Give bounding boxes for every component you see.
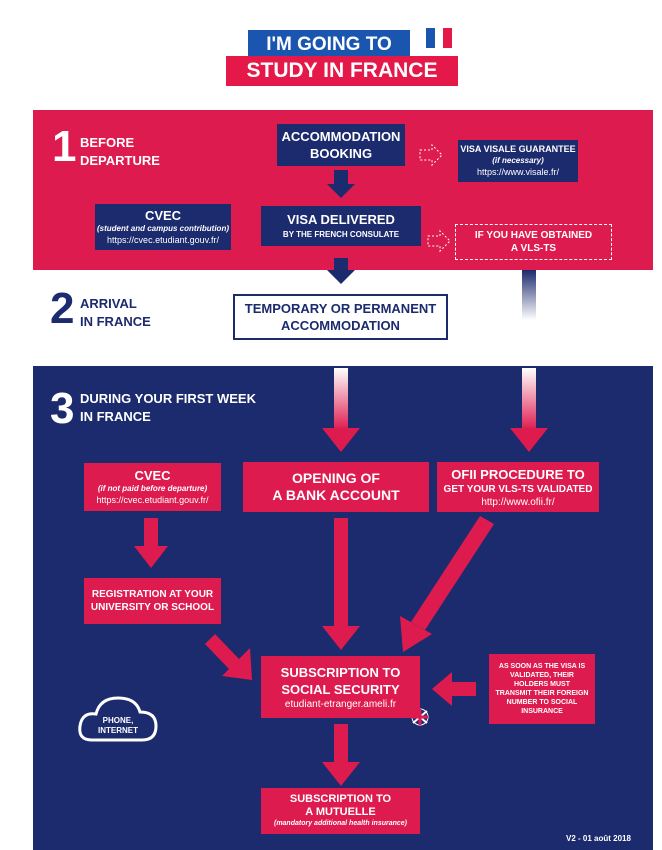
step-3-label-line-2: IN FRANCE bbox=[80, 409, 151, 424]
step-3-label-line-1: DURING YOUR FIRST WEEK bbox=[80, 391, 256, 406]
cvec-link[interactable]: https://cvec.etudiant.gouv.fr/ bbox=[107, 235, 219, 245]
visale-note: (if necessary) bbox=[492, 156, 544, 165]
accommodation-booking-line-2: BOOKING bbox=[309, 146, 373, 161]
arrow-accommodation-to-visa bbox=[327, 170, 355, 198]
step-2-label-line-1: ARRIVAL bbox=[80, 296, 137, 311]
step-2-label: ARRIVAL IN FRANCE bbox=[80, 295, 151, 331]
mutuelle-line-2: A MUTUELLE bbox=[305, 806, 376, 818]
step-3-number: 3 bbox=[50, 384, 75, 433]
registration-line-1: REGISTRATION AT YOUR bbox=[91, 589, 214, 600]
social-security-line-2: SOCIAL SECURITY bbox=[281, 681, 400, 697]
cvec-title: CVEC bbox=[144, 208, 182, 223]
arrow-social-to-mutuelle bbox=[322, 724, 360, 786]
mutuelle-box: SUBSCRIPTION TO A MUTUELLE (mandatory ad… bbox=[261, 788, 420, 834]
temporary-accommodation-line-1: TEMPORARY OR PERMANENT bbox=[244, 301, 437, 316]
visa-note-line-6: INSURANCE bbox=[521, 708, 563, 715]
step-1-number: 1 bbox=[52, 122, 77, 171]
vls-ts-line-2: A VLS-TS bbox=[510, 243, 557, 254]
registration-box: REGISTRATION AT YOUR UNIVERSITY OR SCHOO… bbox=[84, 578, 221, 624]
visa-delivered-title: VISA DELIVERED bbox=[287, 212, 395, 227]
arrow-cvec-to-registration bbox=[134, 518, 168, 568]
cvec-first-week-title: CVEC bbox=[134, 468, 171, 483]
visale-link[interactable]: https://www.visale.fr/ bbox=[476, 167, 560, 177]
title-line-1-text: I'M GOING TO bbox=[266, 34, 392, 55]
arrow-arrival-to-bank bbox=[322, 368, 360, 452]
ofii-link[interactable]: http://www.ofii.fr/ bbox=[481, 496, 555, 508]
step-3-label: DURING YOUR FIRST WEEK IN FRANCE bbox=[80, 390, 256, 426]
cloud-label-line-1: PHONE, bbox=[102, 716, 134, 725]
step-1-label: BEFORE DEPARTURE bbox=[80, 134, 160, 170]
social-security-box: SUBSCRIPTION TO SOCIAL SECURITY etudiant… bbox=[261, 656, 420, 718]
cvec-first-week-note: (if not paid before departure) bbox=[97, 484, 208, 493]
version-footer: V2 - 01 août 2018 bbox=[566, 834, 631, 843]
visa-note-line-4: TRANSMIT THEIR FOREIGN bbox=[495, 690, 589, 697]
visa-delivered-box: VISA DELIVERED BY THE FRENCH CONSULATE bbox=[261, 206, 421, 246]
title-line-1: I'M GOING TO bbox=[248, 30, 410, 60]
visale-title: VISA VISALE GUARANTEE bbox=[460, 144, 576, 154]
mutuelle-line-1: SUBSCRIPTION TO bbox=[289, 793, 392, 805]
title-line-2-text: STUDY IN FRANCE bbox=[246, 59, 438, 82]
visa-note-line-5: NUMBER TO SOCIAL bbox=[506, 699, 578, 706]
accommodation-booking-box: ACCOMMODATION BOOKING bbox=[277, 124, 405, 166]
cvec-box: CVEC (student and campus contribution) h… bbox=[95, 204, 231, 250]
arrow-dashed-to-visale bbox=[419, 143, 443, 167]
cvec-first-week-link[interactable]: https://cvec.etudiant.gouv.fr/ bbox=[96, 495, 209, 505]
cvec-first-week-box: CVEC (if not paid before departure) http… bbox=[84, 463, 221, 511]
ofii-procedure-line-2: GET YOUR VLS-TS VALIDATED bbox=[443, 483, 593, 495]
visa-note-line-1: AS SOON AS THE VISA IS bbox=[498, 663, 586, 670]
step-1-label-line-2: DEPARTURE bbox=[80, 153, 160, 168]
cvec-note: (student and campus contribution) bbox=[97, 224, 229, 233]
step-2-number: 2 bbox=[50, 284, 75, 333]
arrow-dashed-to-vls-ts bbox=[427, 229, 451, 253]
temporary-accommodation-line-2: ACCOMMODATION bbox=[281, 318, 400, 333]
cloud-label-line-2: INTERNET bbox=[98, 726, 138, 735]
vls-ts-box: IF YOU HAVE OBTAINED A VLS-TS bbox=[455, 224, 612, 260]
visa-note-line-2: VALIDATED, THEIR bbox=[510, 672, 574, 679]
bank-account-line-2: A BANK ACCOUNT bbox=[272, 487, 400, 503]
mutuelle-note: (mandatory additional health insurance) bbox=[273, 820, 408, 827]
title-line-2: STUDY IN FRANCE bbox=[226, 56, 458, 86]
arrow-vls-ts-to-ofii bbox=[510, 368, 548, 452]
ofii-procedure-line-1: OFII PROCEDURE TO bbox=[451, 466, 585, 482]
social-security-line-1: SUBSCRIPTION TO bbox=[280, 664, 401, 680]
visa-note-box: AS SOON AS THE VISA IS VALIDATED, THEIR … bbox=[489, 654, 595, 724]
temporary-accommodation-box: TEMPORARY OR PERMANENT ACCOMMODATION bbox=[233, 294, 448, 340]
visa-note-line-3: HOLDERS MUST bbox=[514, 681, 570, 688]
visa-delivered-sub: BY THE FRENCH CONSULATE bbox=[282, 230, 400, 239]
social-security-link[interactable]: etudiant-etranger.ameli.fr bbox=[284, 698, 397, 710]
cloud-icon bbox=[78, 696, 158, 742]
vls-ts-line-1: IF YOU HAVE OBTAINED bbox=[474, 230, 593, 241]
accommodation-booking-line-1: ACCOMMODATION bbox=[281, 129, 401, 144]
bank-account-line-1: OPENING OF bbox=[292, 470, 380, 486]
connector-vls-ts-fade bbox=[522, 270, 536, 320]
french-flag-icon bbox=[424, 26, 454, 50]
visale-guarantee-box: VISA VISALE GUARANTEE (if necessary) htt… bbox=[458, 140, 578, 182]
registration-line-2: UNIVERSITY OR SCHOOL bbox=[90, 602, 215, 613]
cloud-label: PHONE, INTERNET bbox=[82, 716, 154, 736]
arrow-visa-to-arrival bbox=[327, 258, 355, 284]
ofii-procedure-box: OFII PROCEDURE TO GET YOUR VLS-TS VALIDA… bbox=[437, 462, 599, 512]
arrow-ofii-to-social bbox=[400, 516, 494, 652]
arrow-note-to-social bbox=[432, 672, 476, 706]
arrow-registration-to-social bbox=[205, 634, 252, 680]
step-2-label-line-2: IN FRANCE bbox=[80, 314, 151, 329]
step-1-label-line-1: BEFORE bbox=[80, 135, 135, 150]
arrow-bank-to-social bbox=[322, 518, 360, 650]
bank-account-box: OPENING OF A BANK ACCOUNT bbox=[243, 462, 429, 512]
